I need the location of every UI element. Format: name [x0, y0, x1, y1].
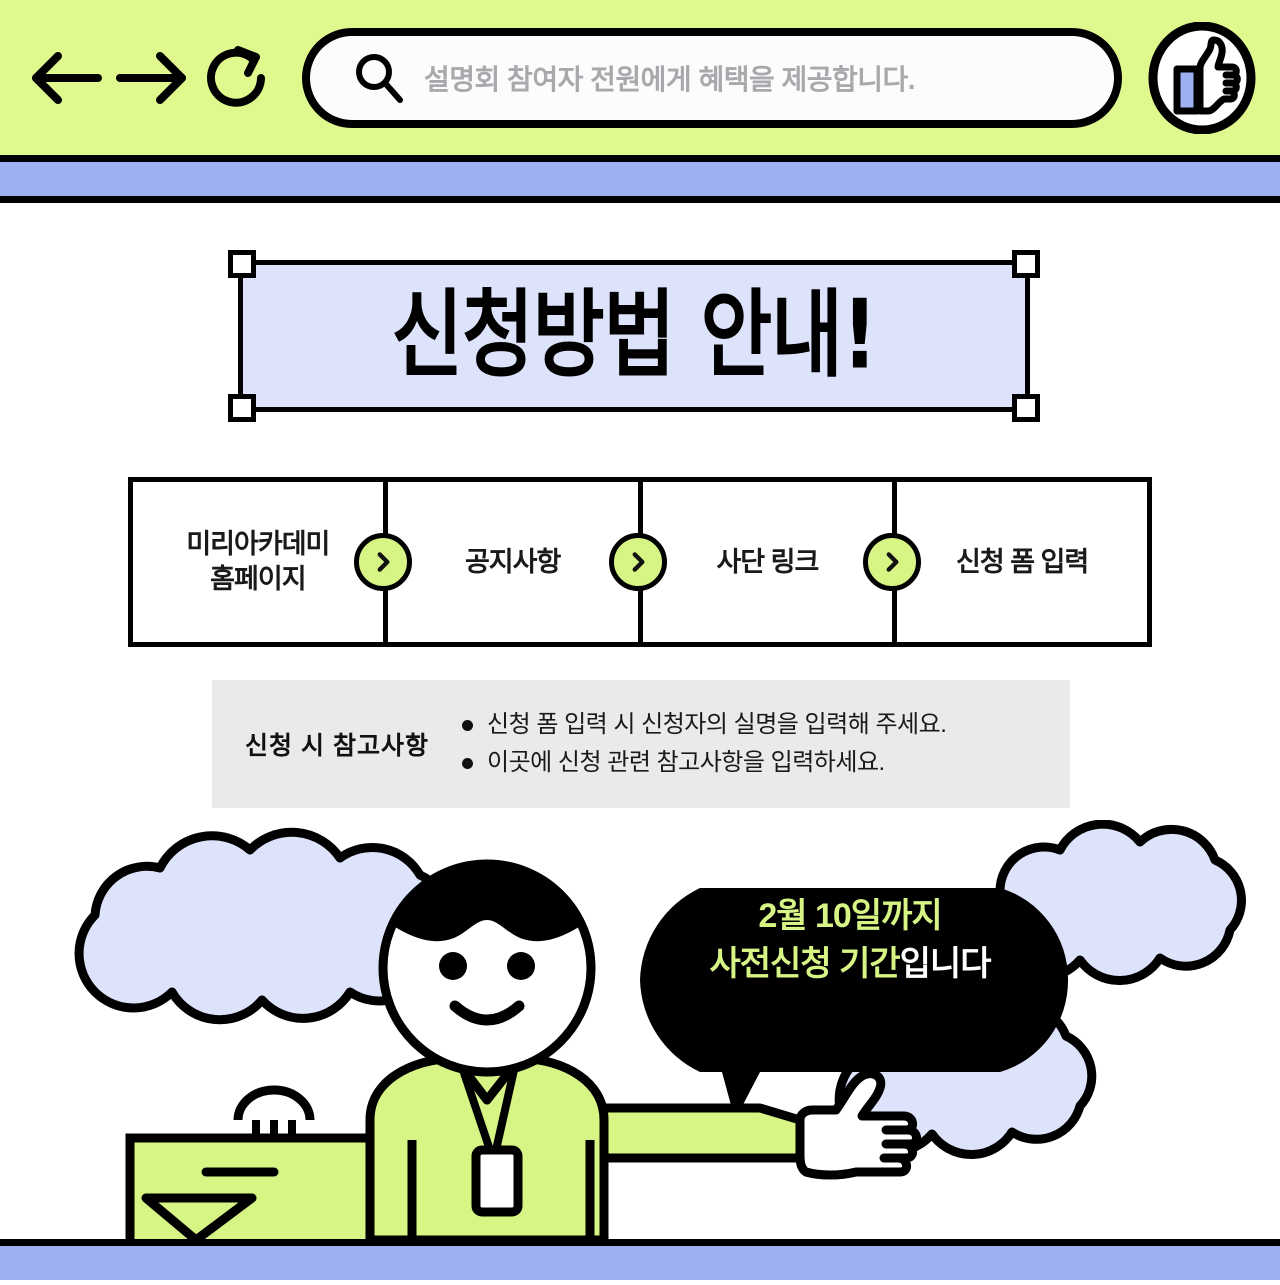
notes-list: 신청 폼 입력 시 신청자의 실명을 입력해 주세요. 이곳에 신청 관련 참고…: [462, 703, 947, 786]
footer-blue-band: [0, 1246, 1280, 1280]
search-icon: [352, 52, 404, 104]
step-flow: 미리아카데미 홈페이지 공지사항 사단 링크 신청 폼 입력: [128, 477, 1152, 647]
footer-divider: [0, 1239, 1280, 1246]
header-blue-band: [0, 162, 1280, 196]
arrow-right-icon[interactable]: [110, 38, 190, 118]
list-item: 신청 폼 입력 시 신청자의 실명을 입력해 주세요.: [462, 709, 947, 741]
notes-panel: 신청 시 참고사항 신청 폼 입력 시 신청자의 실명을 입력해 주세요. 이곳…: [212, 680, 1070, 808]
note-text: 신청 폼 입력 시 신청자의 실명을 입력해 주세요.: [487, 710, 947, 738]
illustration-person-pointing: [0, 819, 1280, 1280]
chevron-right-icon: [608, 533, 667, 591]
bullet-icon: [462, 719, 473, 731]
briefcase: [125, 1085, 375, 1263]
step-box-3[interactable]: 사단 링크: [637, 477, 922, 647]
selection-handle-bottom-right[interactable]: [1012, 394, 1040, 422]
thumbs-up-icon[interactable]: [1148, 21, 1256, 135]
step-box-1[interactable]: 미리아카데미 홈페이지: [128, 477, 412, 647]
chevron-right-icon: [353, 533, 412, 591]
notes-title: 신청 시 참고사항: [245, 732, 429, 760]
chevron-right-icon: [863, 533, 922, 591]
speech-bubble: [640, 888, 1069, 1120]
pointing-hand: [795, 1069, 921, 1180]
step-box-2[interactable]: 공지사항: [382, 477, 667, 647]
header-divider-top: [0, 155, 1280, 162]
arrow-left-icon[interactable]: [28, 38, 108, 118]
step-label: 공지사항: [464, 546, 561, 577]
search-input[interactable]: 설명회 참여자 전원에게 혜택을 제공합니다.: [424, 64, 916, 95]
list-item: 이곳에 신청 관련 참고사항을 입력하세요.: [462, 747, 946, 779]
selection-handle-top-right[interactable]: [1012, 250, 1040, 278]
header-divider-bottom: [0, 196, 1280, 203]
step-label: 사단 링크: [716, 546, 819, 577]
page-title: 신청방법 안내!: [391, 281, 877, 391]
reload-icon[interactable]: [198, 38, 278, 118]
browser-nav-icons: [28, 38, 278, 118]
note-text: 이곳에 신청 관련 참고사항을 입력하세요.: [487, 749, 885, 776]
selection-handle-bottom-left[interactable]: [228, 394, 256, 422]
bullet-icon: [462, 758, 473, 769]
step-label: 미리아카데미 홈페이지: [186, 529, 330, 594]
title-banner-group[interactable]: 신청방법 안내!: [228, 250, 1040, 422]
search-bar[interactable]: 설명회 참여자 전원에게 혜택을 제공합니다.: [302, 28, 1122, 128]
person-head: [378, 859, 596, 1077]
step-box-4[interactable]: 신청 폼 입력: [892, 477, 1152, 647]
step-label: 신청 폼 입력: [956, 546, 1089, 577]
selection-handle-top-left[interactable]: [228, 250, 256, 278]
title-banner: 신청방법 안내!: [238, 260, 1030, 412]
